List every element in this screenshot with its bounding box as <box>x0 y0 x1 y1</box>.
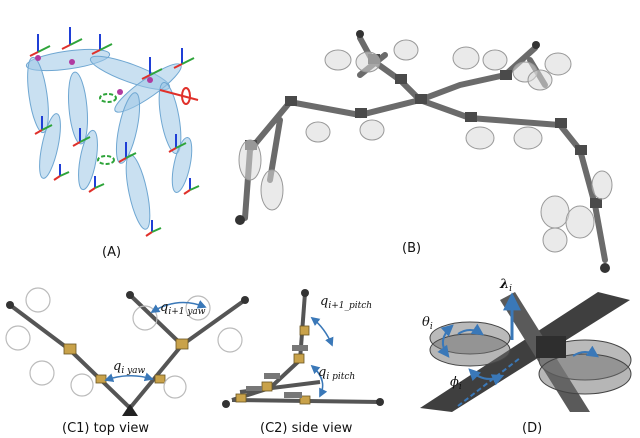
c1-q-cur: qi yaw <box>113 359 146 376</box>
panel-a-skeleton <box>25 27 200 237</box>
d-phi: ϕi <box>450 375 462 392</box>
d-theta: θi <box>422 315 433 332</box>
panel-b-label: (B) <box>402 241 421 256</box>
panel-b-render <box>235 30 613 273</box>
panel-c1-top-view <box>5 287 249 416</box>
panel-a-label: (A) <box>102 245 121 260</box>
panel-d-label: (D) <box>522 421 542 436</box>
panel-c2-side-view <box>222 289 384 408</box>
panel-c1-label: (C1) top view <box>62 421 149 436</box>
c1-q-next: qi+1 yaw <box>160 300 206 317</box>
panel-c2-label: (C2) side view <box>260 421 353 436</box>
d-lambda: λi <box>499 277 512 294</box>
c2-q-next: qi+1_pitch <box>320 294 372 311</box>
c2-q-cur: qi pitch <box>318 365 355 382</box>
panel-d-closeup <box>408 290 638 412</box>
